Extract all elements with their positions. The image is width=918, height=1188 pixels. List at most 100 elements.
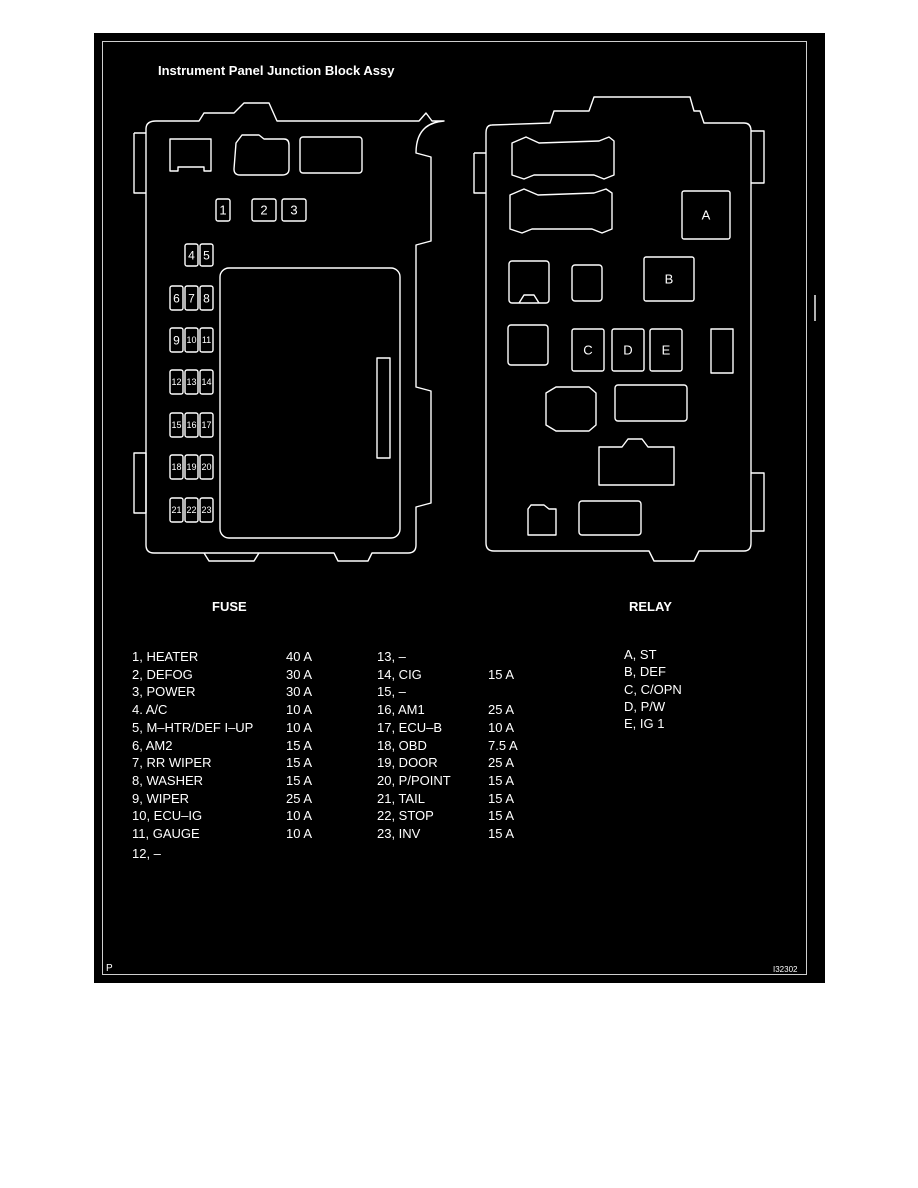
svg-text:14: 14 [201, 377, 211, 387]
fuse-slot-14: 14 [199, 369, 214, 395]
svg-text:21: 21 [171, 505, 181, 515]
svg-text:C: C [583, 343, 592, 358]
fuse-label: 11, GAUGE [132, 826, 200, 841]
fuse-rating: 15 A [488, 772, 515, 788]
right-side-tab [473, 152, 486, 194]
svg-text:16: 16 [186, 420, 196, 430]
left-tab-bottom [133, 452, 147, 514]
fuse-slot-11: 11 [199, 327, 214, 353]
fuse-label: 20, P/POINT [377, 772, 451, 788]
fuse-label: 22, STOP [377, 808, 434, 824]
svg-text:20: 20 [201, 462, 211, 472]
svg-text:5: 5 [203, 248, 210, 262]
fuse-rating: 15 A [286, 755, 313, 771]
svg-text:23: 23 [201, 505, 211, 515]
fuse-rating: 40 A [286, 649, 313, 664]
right-connector-square-2 [571, 264, 603, 302]
right-connector-small [527, 504, 557, 536]
fuse-slot-23: 23 [199, 497, 214, 523]
fuse-label: 16, AM1 [377, 702, 425, 718]
fuse-slot-1: 1 [215, 198, 231, 222]
fuse-label: 10, ECU–IG [132, 808, 203, 824]
svg-text:22: 22 [186, 505, 196, 515]
svg-text:2: 2 [260, 203, 267, 218]
fuse-slot-8: 8 [199, 285, 214, 311]
fuse-label: 18, OBD [377, 737, 427, 753]
fuse-slot-21: 21 [169, 497, 184, 523]
fuse-rating: 15 A [286, 772, 313, 788]
right-tab-bottom [751, 472, 765, 532]
fuse-rating: 10 A [286, 702, 313, 718]
svg-text:9: 9 [173, 333, 180, 347]
fuse-label: 12, – [132, 846, 161, 861]
fuse-slot-9: 9 [169, 327, 184, 353]
fuse-label: 17, ECU–B [377, 719, 443, 735]
svg-text:17: 17 [201, 420, 211, 430]
right-connector-bottom-wide [578, 500, 642, 536]
relay-row: D, P/W [624, 698, 666, 714]
right-connector-square-3 [507, 324, 549, 366]
svg-text:3: 3 [290, 203, 297, 218]
svg-text:E: E [662, 343, 671, 358]
svg-text:8: 8 [203, 291, 210, 305]
fuse-label: 15, – [377, 684, 406, 700]
fuse-rating: 25 A [488, 755, 515, 771]
right-connector-square-1-notch [518, 294, 540, 304]
fuse-slot-6: 6 [169, 285, 184, 311]
right-upper-connector-2 [509, 188, 613, 234]
fuse-rating: 15 A [488, 826, 515, 841]
diagram-title: Instrument Panel Junction Block Assy [158, 63, 395, 78]
fuse-rating: 10 A [286, 826, 313, 841]
fuse-slot-5: 5 [199, 243, 214, 267]
fuse-label: 2, DEFOG [132, 666, 193, 682]
svg-text:1: 1 [219, 203, 226, 218]
fuse-slot-17: 17 [199, 412, 214, 438]
relay-slot-b: B [643, 256, 695, 302]
fuse-rating: 15 A [488, 790, 515, 806]
fuse-rating: 15 A [488, 666, 515, 682]
fuse-rating: 30 A [286, 684, 313, 700]
fuse-rating: 10 A [286, 808, 313, 824]
right-block-view [473, 96, 765, 562]
svg-text:13: 13 [186, 377, 196, 387]
relay-slot-d: D [611, 328, 645, 372]
relay-row: E, IG 1 [624, 716, 665, 732]
fuse-slot-22: 22 [184, 497, 199, 523]
fuse-box-panel-cover [219, 267, 401, 539]
footer-left-label: P [106, 963, 113, 974]
fuse-slot-12: 12 [169, 369, 184, 395]
fuse-label: 13, – [377, 649, 406, 664]
fuse-label: 14, CIG [377, 666, 422, 682]
right-connector-square-1 [508, 260, 550, 304]
fuse-slot-3: 3 [281, 198, 307, 222]
relay-row: A, ST [624, 647, 657, 662]
svg-text:11: 11 [202, 335, 211, 345]
relay-heading: RELAY [629, 599, 672, 614]
fuse-rating: 10 A [488, 719, 515, 735]
relay-row: B, DEF [624, 664, 666, 680]
fuse-slot-18: 18 [169, 454, 184, 480]
right-connector-round [545, 386, 597, 432]
svg-text:10: 10 [186, 335, 196, 345]
fuse-rating: 25 A [488, 702, 515, 718]
svg-text:6: 6 [173, 291, 180, 305]
fuse-label: 21, TAIL [377, 790, 425, 806]
svg-text:12: 12 [171, 377, 181, 387]
fuse-box-cover-slot [376, 357, 391, 459]
fuse-label: 6, AM2 [132, 737, 173, 753]
fuse-label: 5, M–HTR/DEF I–UP [132, 719, 254, 735]
left-connector-2 [233, 134, 290, 176]
svg-text:15: 15 [171, 420, 181, 430]
fuse-label: 4. A/C [132, 702, 168, 718]
figure-id: I32302 [773, 965, 798, 974]
svg-text:19: 19 [186, 462, 196, 472]
fuse-rating: 15 A [488, 808, 515, 824]
svg-text:7: 7 [188, 291, 195, 305]
left-connector-1 [169, 138, 212, 172]
svg-text:B: B [665, 272, 674, 287]
left-tab-top [133, 132, 146, 194]
fuse-rating: 30 A [286, 666, 313, 682]
relay-slot-c: C [571, 328, 605, 372]
